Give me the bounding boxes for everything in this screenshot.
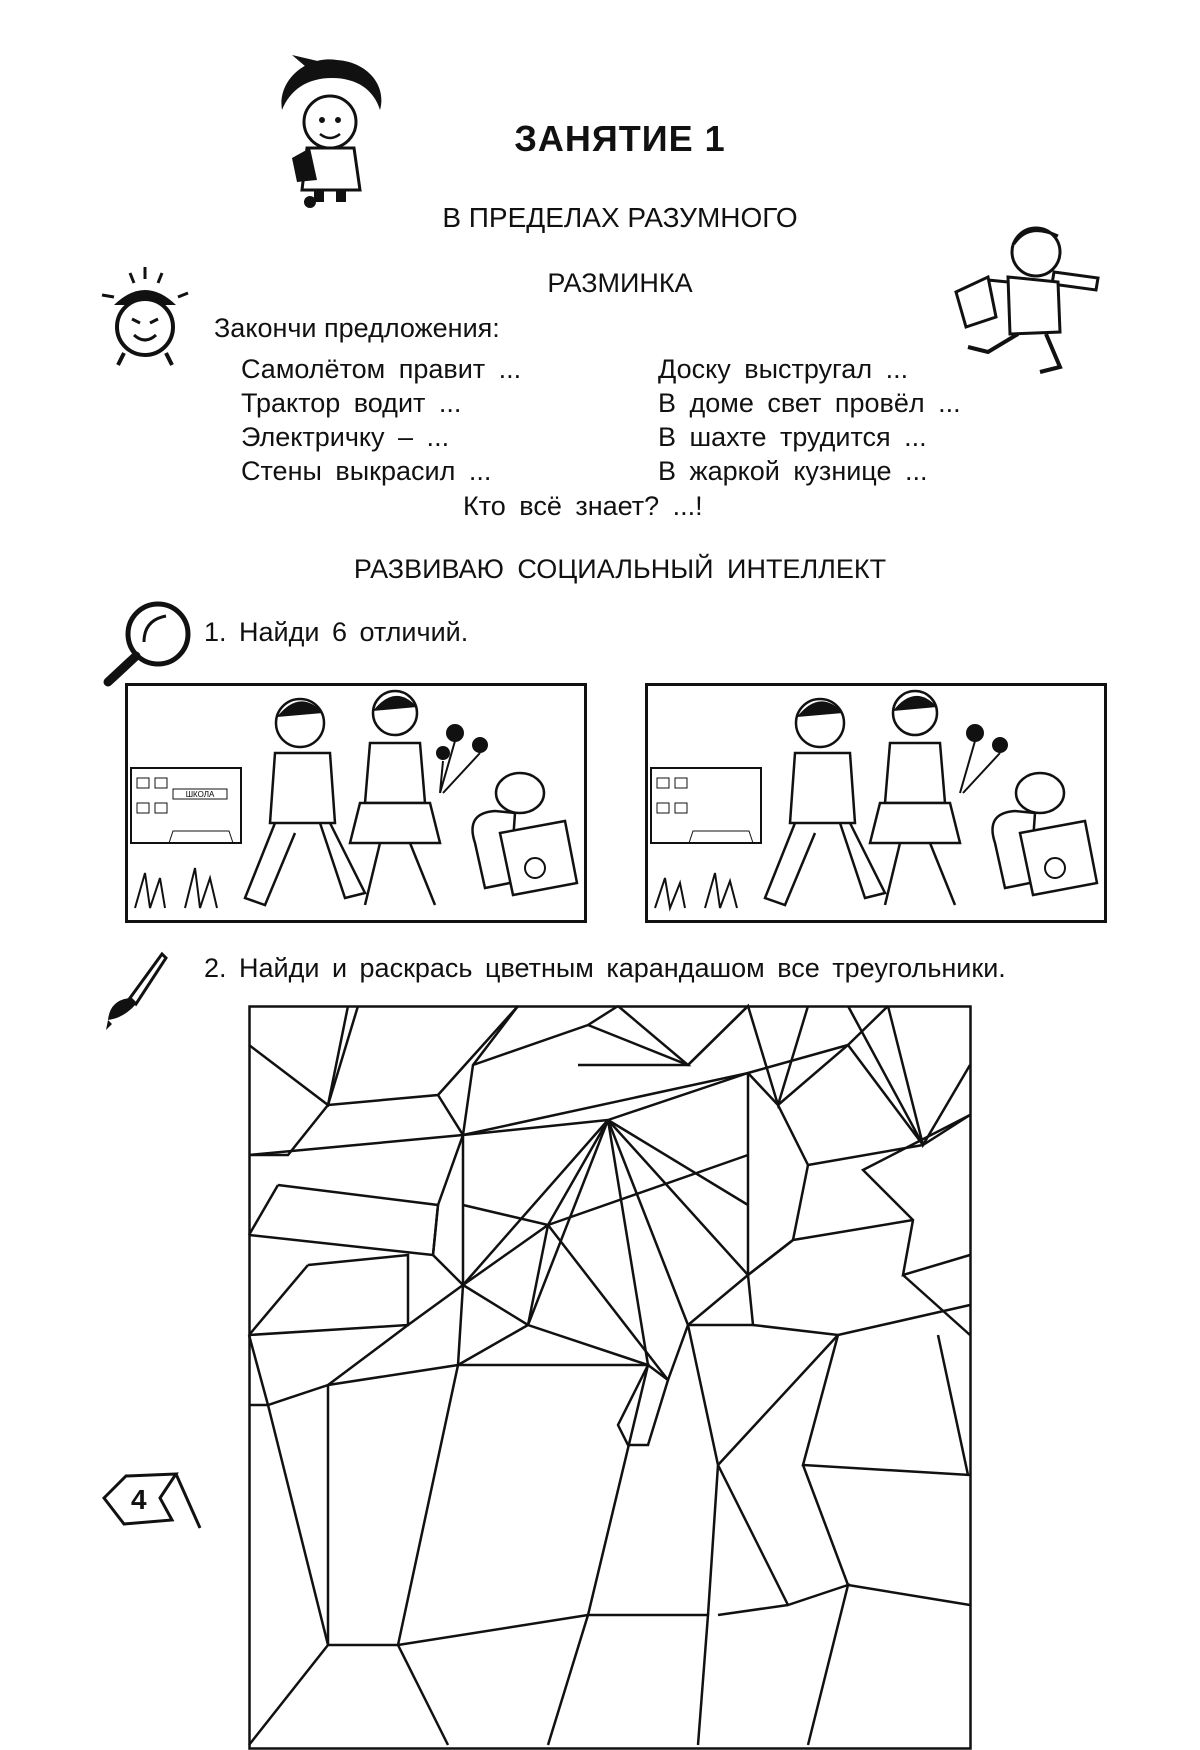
warmup-line: В жаркой кузнице ... — [658, 456, 928, 486]
flag-icon — [102, 1472, 202, 1529]
warmup-right-column: Доску выстругал ... В доме свет провёл .… — [658, 352, 961, 488]
kid-mascot-icon — [281, 55, 382, 208]
school-sign: ШКОЛА — [186, 790, 215, 799]
magnifier-icon — [103, 601, 191, 687]
task-1-label: 1. Найди 6 отличий. — [204, 617, 469, 647]
task-2-label: 2. Найди и раскрась цветным карандашом в… — [204, 953, 1006, 983]
lesson-title: ЗАНЯТИЕ 1 — [514, 118, 726, 159]
warmup-line: Стены выкрасил ... — [241, 456, 492, 486]
alarm-clock-icon — [101, 267, 189, 366]
social-heading: РАЗВИВАЮ СОЦИАЛЬНЫЙ ИНТЕЛЛЕКТ — [353, 554, 887, 584]
warmup-line: Электричку – ... — [241, 422, 450, 452]
triangle-puzzle — [247, 1003, 972, 1750]
warmup-heading: РАЗМИНКА — [547, 268, 693, 298]
warmup-line: Самолётом правит ... — [241, 354, 522, 384]
warmup-line: Трактор водит ... — [241, 388, 462, 418]
boy-with-binoculars-icon — [954, 226, 1100, 374]
page-number: 4 — [131, 1484, 147, 1515]
warmup-line: Доску выстругал ... — [658, 354, 909, 384]
difference-picture-right — [645, 683, 1107, 923]
warmup-prompt: Закончи предложения: — [214, 313, 500, 343]
warmup-left-column: Самолётом правит ... Трактор водит ... Э… — [241, 352, 521, 488]
difference-picture-left: ШКОЛА — [125, 683, 587, 923]
lesson-subtitle: В ПРЕДЕЛАХ РАЗУМНОГО — [442, 202, 798, 233]
warmup-line: В доме свет провёл ... — [658, 388, 961, 418]
warmup-line: В шахте трудится ... — [658, 422, 927, 452]
paintbrush-icon — [106, 951, 168, 1030]
warmup-closing: Кто всё знает? ...! — [463, 491, 703, 521]
